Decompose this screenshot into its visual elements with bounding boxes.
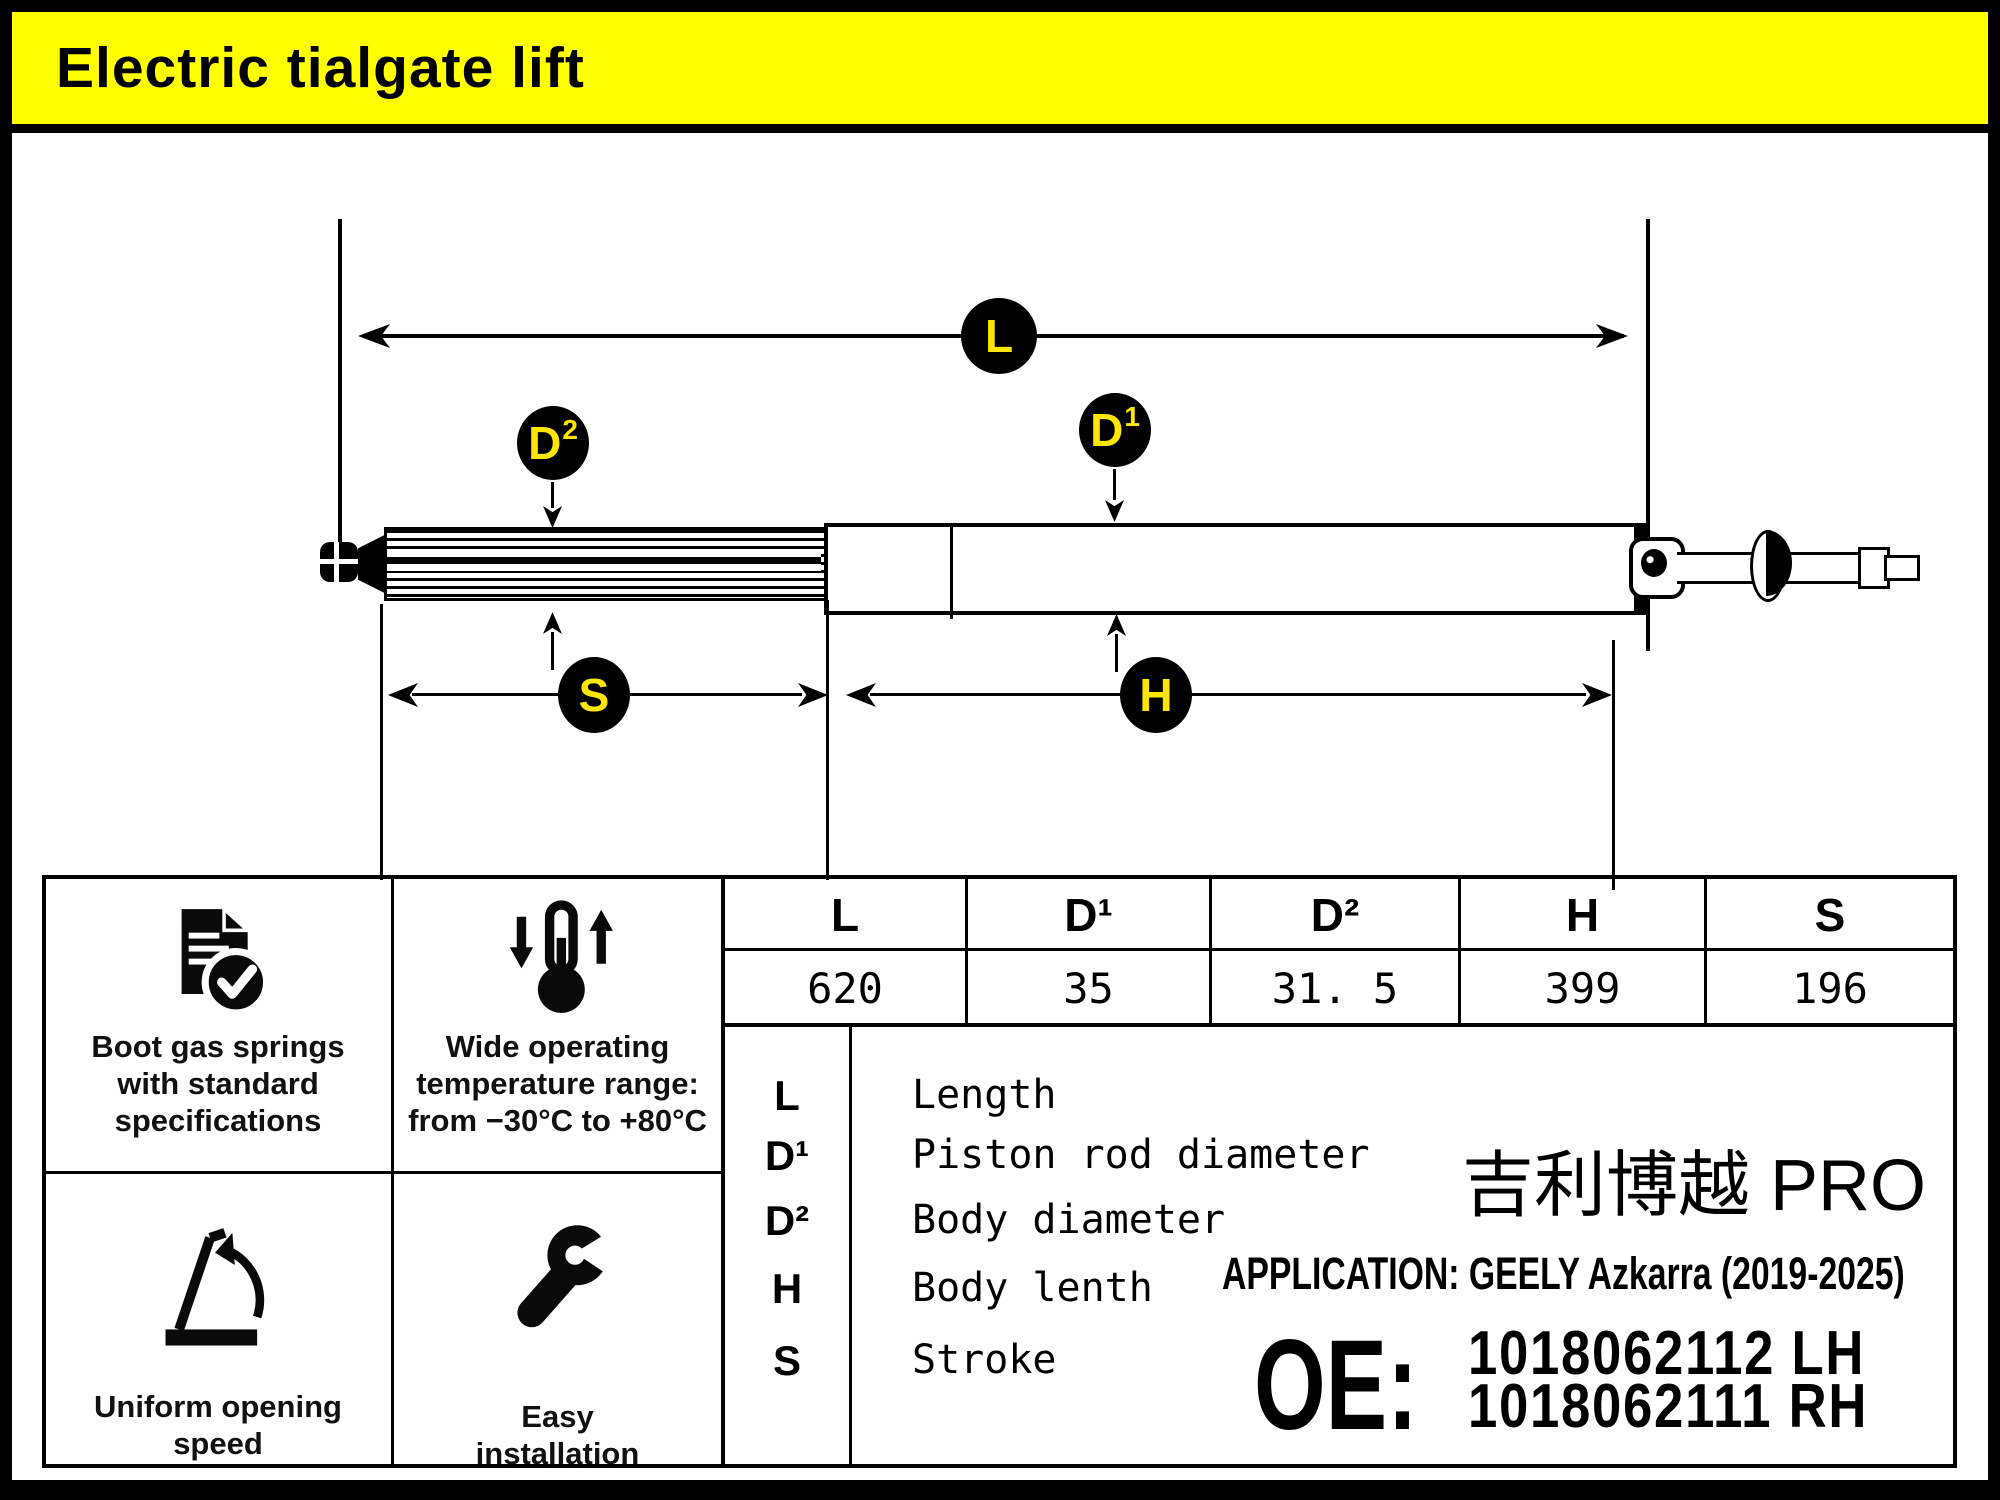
dim-badge-D1-base: D (1090, 404, 1124, 456)
table-header-divider (721, 948, 1957, 951)
feature-caption-1: Boot gas springs with standard specifica… (91, 1029, 345, 1138)
s-boundary-line-left (380, 604, 383, 880)
arrowhead-S-right (798, 683, 828, 707)
table-header-H: H (1565, 889, 1600, 941)
opening-angle-icon (165, 1228, 265, 1346)
icons-row-divider (42, 1171, 725, 1174)
strut-clevis-slot-h (320, 559, 358, 564)
legend-definition-D1: Piston rod diameter (912, 1132, 1370, 1178)
d2-arrow-line-down (551, 482, 554, 508)
application-text: APPLICATION: GEELY Azkarra (2019-2025) (1222, 1248, 1905, 1299)
dim-badge-S: S (558, 657, 630, 733)
legend-definition-H: Body lenth (912, 1265, 1153, 1311)
strut-end-tip (1884, 555, 1920, 581)
thermometer-range-icon (509, 900, 613, 1013)
wrench-icon (517, 1223, 623, 1328)
frame-right (1988, 0, 2000, 1500)
dim-badge-L: L (961, 298, 1037, 374)
page-title: Electric tialgate lift (56, 36, 585, 100)
d2-arrow-line-up (551, 632, 554, 670)
s-arrow-line-left (412, 693, 560, 696)
table-value-D2: 31. 5 (1271, 964, 1399, 1013)
d2-arrowhead-up (543, 612, 562, 634)
table-header-D2: D² (1310, 889, 1360, 941)
title-banner: Electric tialgate lift (12, 12, 1988, 124)
d1-arrow-line-down (1113, 469, 1116, 500)
feature-caption-3: Uniform opening speed (94, 1389, 342, 1461)
feature-caption-2: Wide operating temperature range: from −… (408, 1029, 707, 1138)
oe-number-rh: 1018062111 RH (1468, 1372, 1869, 1441)
frame-top (0, 0, 2000, 12)
d1-arrow-line-up (1115, 634, 1118, 672)
dim-badge-D2-sup: 2 (562, 414, 578, 445)
strut-collar-cone (358, 535, 384, 593)
legend-definition-D2: Body diameter (912, 1197, 1226, 1243)
legend-definition-L: Length (912, 1072, 1057, 1118)
table-value-S: 196 (1792, 964, 1868, 1013)
d1-arrowhead-up (1107, 614, 1126, 636)
table-header-D1: D¹ (1064, 889, 1113, 941)
h-arrow-line-left (870, 693, 1120, 696)
feature-caption-4: Easy installation (475, 1399, 640, 1471)
strut-flange-cap (1766, 530, 1792, 596)
legend-symbol-D2: D² (764, 1197, 810, 1244)
table-header-S: S (1814, 889, 1846, 941)
dim-badge-D1-sup: 1 (1124, 401, 1140, 432)
strut-tube-seam (950, 523, 953, 619)
extension-line-right (1646, 219, 1650, 651)
d2-arrowhead-down (543, 506, 562, 528)
extension-line-left (338, 219, 342, 560)
h-boundary-line-right (1612, 640, 1615, 890)
table-value-H: 399 (1544, 964, 1621, 1013)
product-model-name: 吉利博越 PRO (1462, 1146, 1927, 1226)
legend-symbol-L: L (774, 1072, 800, 1119)
frame-left (0, 0, 12, 1500)
oe-number-lh: 1018062112 LH (1468, 1319, 1866, 1388)
dim-badge-H-label: H (1139, 669, 1173, 721)
banner-divider (0, 124, 2000, 133)
table-header-L: L (830, 889, 860, 941)
dim-badge-H: H (1120, 657, 1192, 733)
strut-rib-centerline (387, 557, 821, 564)
legend-definition-S: Stroke (912, 1337, 1057, 1383)
legend-symbol-S: S (772, 1337, 801, 1384)
h-arrow-line-right (1192, 693, 1586, 696)
strut-body-tube (824, 523, 1646, 615)
oe-label: OE: (1254, 1314, 1418, 1457)
oe-numbers: 1018062112 LH 1018062111 RH (1468, 1319, 1939, 1441)
strut-ball (1641, 549, 1667, 577)
table-value-L: 620 (807, 964, 883, 1013)
table-value-D1: 35 (1063, 964, 1114, 1013)
s-arrow-line-right (630, 693, 802, 696)
frame-bottom (0, 1480, 2000, 1500)
arrowhead-H-right (1582, 683, 1612, 707)
s-boundary-line-right (826, 600, 829, 880)
table-bottom-divider (721, 1023, 1957, 1027)
dim-badge-D2-base: D (528, 417, 562, 469)
document-check-icon (181, 905, 271, 1017)
dim-badge-S-label: S (578, 669, 610, 721)
d1-arrowhead-down (1105, 500, 1124, 522)
legend-column-divider (849, 1027, 852, 1464)
legend-symbol-H: H (771, 1265, 803, 1312)
dim-badge-L-label: L (984, 310, 1014, 362)
legend-symbol-D1: D¹ (764, 1132, 810, 1179)
